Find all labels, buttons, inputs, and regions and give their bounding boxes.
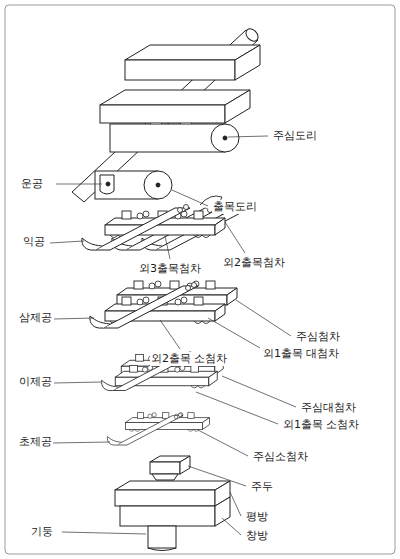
- part-label: 익공: [22, 235, 46, 249]
- part-label: 외1출목 소첨차: [282, 418, 361, 432]
- part-label: 이제공: [18, 375, 53, 389]
- part-label: 기둥: [30, 525, 54, 539]
- part-label: 창방: [245, 529, 269, 543]
- part-label: 주심소첨차: [252, 450, 309, 464]
- part-label: 외3출목첨차: [138, 262, 202, 276]
- part-label: 외1출목 대첨차: [262, 347, 341, 361]
- part-label: 주두: [250, 480, 274, 494]
- part-label: 운공: [20, 177, 44, 191]
- part-label: 외2출목첨차: [222, 256, 286, 270]
- part-label: 출목도리: [212, 200, 258, 214]
- part-label: 주심대첨차: [300, 401, 357, 415]
- part-label: 주심첨차: [295, 330, 341, 344]
- part-label: 평방: [245, 510, 269, 524]
- part-label: 주심도리: [272, 129, 318, 143]
- part-label: 외2출목 소첨차: [150, 352, 229, 366]
- part-label: 삼제공: [18, 311, 53, 325]
- part-label: 초제공: [18, 435, 53, 449]
